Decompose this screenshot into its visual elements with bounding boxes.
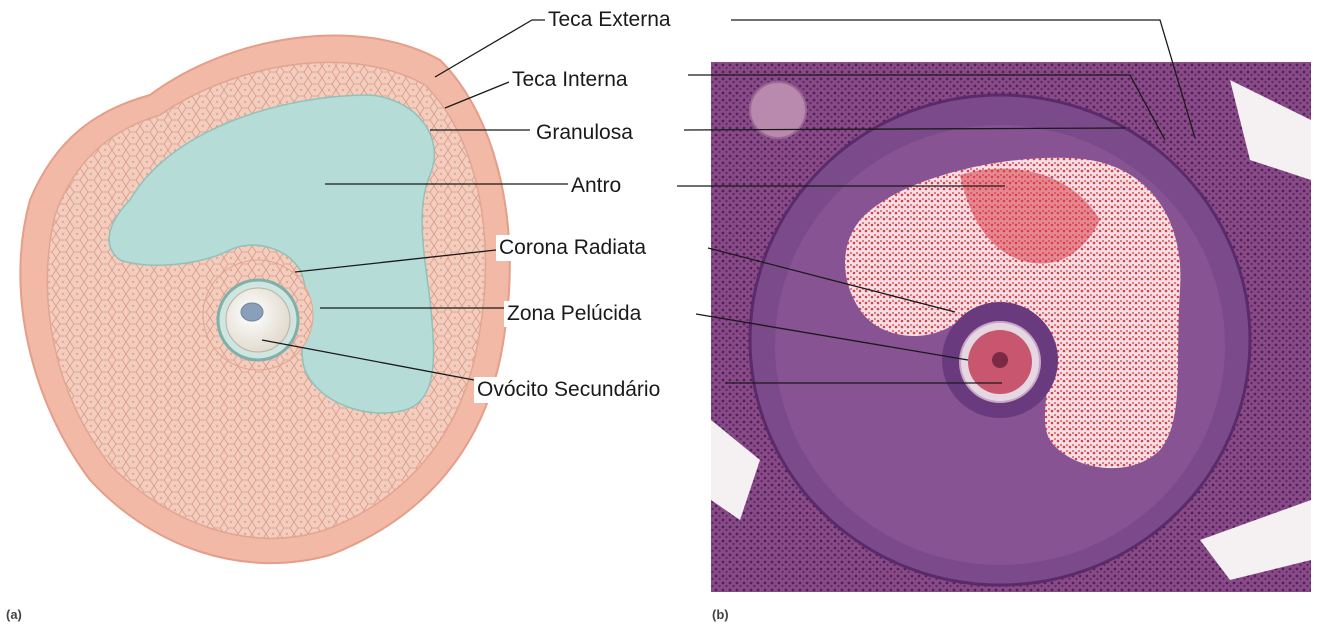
label-ovocito-secundario: Ovócito Secundário	[474, 377, 663, 403]
follicle-drawing	[20, 35, 509, 563]
panel-label-b: (b)	[712, 607, 729, 622]
label-antro: Antro	[568, 173, 624, 199]
label-teca-interna: Teca Interna	[509, 67, 631, 93]
nucleus-drawing	[241, 303, 263, 321]
label-teca-externa: Teca Externa	[545, 7, 674, 33]
label-granulosa: Granulosa	[533, 120, 636, 146]
micrograph	[711, 62, 1311, 592]
panel-label-a: (a)	[6, 607, 22, 622]
label-zona-pelucida: Zona Pelúcida	[504, 301, 644, 327]
label-corona-radiata: Corona Radiata	[496, 235, 649, 261]
